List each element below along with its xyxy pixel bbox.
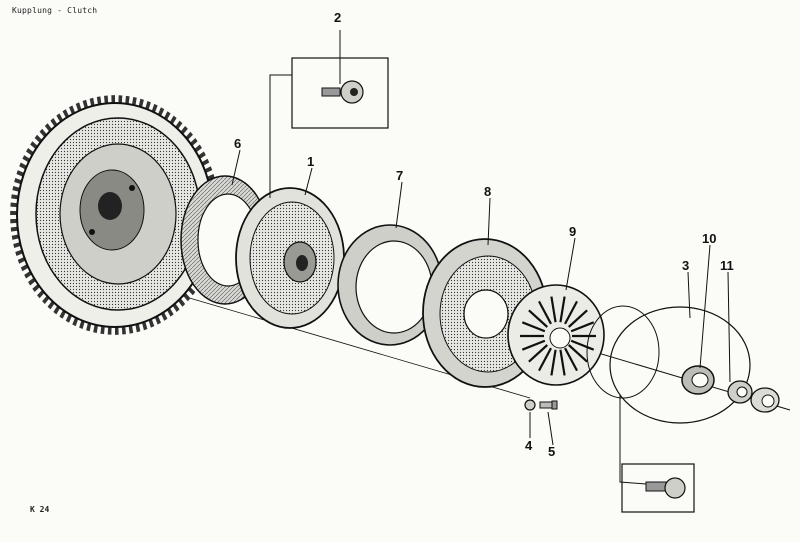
gear-tooth [100, 325, 105, 335]
gear-tooth [16, 170, 25, 177]
callout-7: 7 [396, 168, 403, 183]
diaphragm-finger [521, 339, 546, 351]
gear-tooth [10, 210, 18, 215]
part-4-washer [524, 399, 536, 411]
gear-tooth [96, 96, 102, 105]
gear-tooth [204, 166, 213, 174]
diaphragm-finger [564, 300, 578, 325]
diagram-header: Kupplung - Clutch [12, 6, 98, 15]
gear-tooth [10, 202, 18, 208]
callout-9: 9 [569, 224, 576, 239]
diaphragm-finger [528, 309, 549, 328]
part-9-diaphragm-spring [507, 284, 605, 386]
gear-tooth [166, 307, 174, 317]
part-5-bolt [539, 400, 558, 410]
diaphragm-finger [567, 344, 588, 363]
gear-tooth [132, 96, 137, 106]
gear-tooth [157, 107, 165, 117]
leader-lines [231, 149, 731, 446]
gear-tooth [56, 113, 64, 123]
part-1-clutch-disc [235, 187, 345, 329]
diaphragm-finger [559, 296, 566, 323]
gear-tooth [19, 162, 27, 170]
gear-tooth [65, 313, 73, 323]
gear-tooth [72, 317, 79, 327]
gear-tooth [118, 95, 123, 104]
gear-tooth [10, 226, 18, 232]
gear-tooth [111, 95, 115, 104]
part-3-wire-ring [586, 305, 751, 424]
gear-tooth [10, 218, 18, 224]
gear-tooth [148, 318, 155, 328]
gear-tooth [142, 321, 148, 331]
diaphragm-finger [559, 349, 566, 376]
diaphragm-finger [570, 321, 595, 333]
gear-tooth [22, 155, 31, 163]
gear-tooth [207, 174, 215, 181]
gear-tooth [20, 264, 29, 272]
gear-tooth [15, 249, 23, 256]
gear-tooth [69, 105, 76, 115]
diaphragm-finger [570, 339, 595, 351]
diaphragm-finger [550, 296, 557, 323]
diaphragm-finger [567, 309, 588, 328]
part-7-ring [337, 224, 443, 346]
gear-tooth [82, 99, 88, 109]
gear-tooth [125, 95, 130, 105]
gear-tooth [17, 256, 26, 264]
diaphragm-finger [564, 347, 578, 372]
diaphragm-finger [538, 300, 552, 325]
gear-tooth [145, 101, 151, 110]
gear-tooth [115, 326, 119, 335]
gear-tooth [154, 315, 161, 325]
gear-tooth [161, 311, 168, 321]
diaphragm-finger [538, 347, 552, 372]
gear-tooth [201, 158, 210, 166]
gear-tooth [135, 323, 141, 333]
gear-tooth [13, 242, 21, 249]
gear-tooth [164, 111, 171, 121]
gear-tooth [121, 326, 126, 335]
callout-2: 2 [334, 10, 341, 25]
gear-tooth [104, 95, 109, 104]
callout-5: 5 [548, 444, 555, 459]
callout-4: 4 [525, 438, 533, 453]
gear-tooth [11, 234, 20, 240]
gear-tooth [138, 98, 144, 108]
callout-10: 10 [702, 231, 716, 246]
gear-tooth [12, 186, 20, 192]
callout-1: 1 [307, 154, 314, 169]
detail-inset-2 [269, 30, 389, 198]
gear-tooth [107, 326, 112, 335]
gear-tooth [59, 309, 66, 319]
diaphragm-finger [550, 349, 557, 376]
detail-inset-bolt [619, 395, 695, 513]
gear-tooth [128, 325, 134, 334]
gear-tooth [89, 97, 95, 107]
gear-tooth [93, 324, 98, 334]
diaphragm-fingers [520, 296, 596, 376]
gear-tooth [151, 103, 158, 113]
callout-11: 11 [720, 258, 734, 273]
callout-8: 8 [484, 184, 491, 199]
part-10-release-bearing [681, 365, 715, 395]
gear-tooth [75, 102, 82, 112]
diaphragm-finger [528, 344, 549, 363]
gear-tooth [79, 320, 85, 329]
callout-labels: 2 6 1 7 8 9 10 3 11 4 5 [234, 10, 734, 459]
gear-tooth [14, 177, 22, 185]
gear-tooth [11, 194, 19, 200]
gear-tooth [62, 109, 69, 119]
diaphragm-finger [521, 321, 546, 333]
part-11-bearing-sleeve [727, 380, 780, 413]
callout-3: 3 [682, 258, 689, 273]
callout-6: 6 [234, 136, 241, 151]
gear-tooth [86, 322, 92, 332]
page-reference: K 24 [30, 505, 50, 514]
